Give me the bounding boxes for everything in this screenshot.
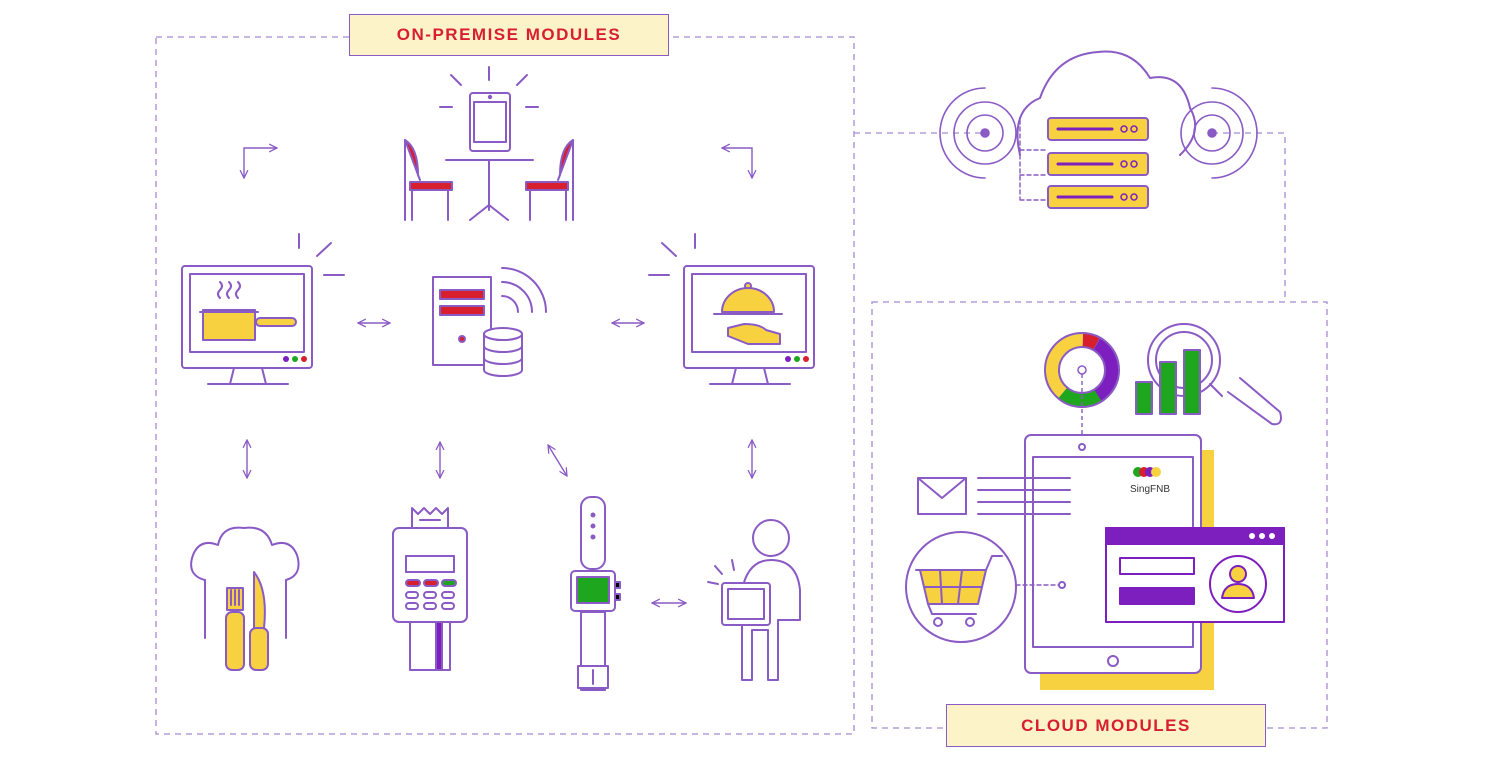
- smartwatch-icon: [570, 496, 621, 691]
- tablet-table-icon: [404, 66, 574, 221]
- mail-icon: [917, 477, 1071, 515]
- kitchen-monitor-icon: [181, 233, 345, 385]
- cloud-server-icon: [939, 50, 1258, 209]
- serving-monitor-icon: [648, 233, 815, 385]
- payment-terminal-icon: [392, 507, 468, 671]
- cloud-modules-text: CLOUD MODULES: [1021, 715, 1191, 735]
- on-premise-modules-text: ON-PREMISE MODULES: [396, 25, 622, 44]
- waiter-tablet-icon: [707, 519, 801, 681]
- on-premise-modules-label: ON-PREMISE MODULES: [349, 14, 669, 56]
- chef-icon: [190, 526, 300, 671]
- user-profile-window-icon: [1105, 527, 1285, 623]
- brand-label: SingFNB: [1130, 484, 1170, 495]
- analytics-magnifier-icon: [1135, 323, 1282, 426]
- on-premise-container: [155, 36, 855, 735]
- flow-arrows: [244, 148, 752, 603]
- cloud-connector-lines: [854, 132, 1286, 302]
- cloud-modules-label: CLOUD MODULES: [946, 704, 1266, 747]
- server-icon: [432, 267, 547, 377]
- shopping-cart-icon: [905, 531, 1066, 643]
- donut-chart-icon: [1044, 332, 1120, 445]
